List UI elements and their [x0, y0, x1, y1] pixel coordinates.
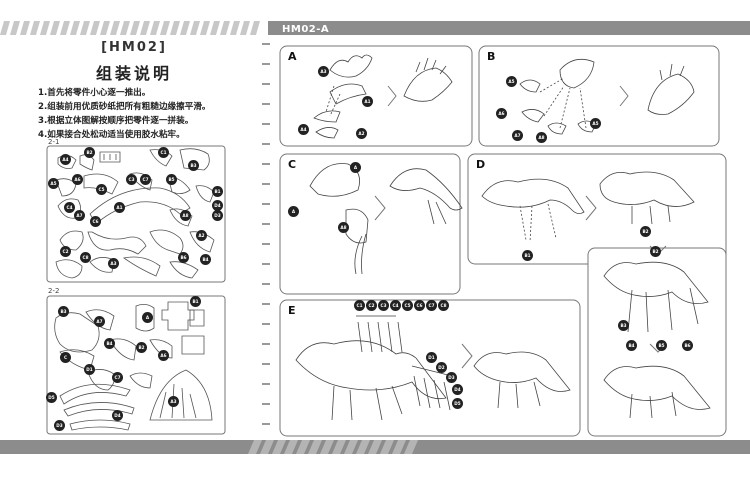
part-label: C5	[96, 184, 107, 195]
part-label: A8	[338, 222, 349, 233]
part-label: C7	[112, 372, 123, 383]
part-label: A6	[72, 174, 83, 185]
part-label: B3	[618, 320, 629, 331]
part-label: A4	[298, 124, 309, 135]
part-label: B1	[212, 186, 223, 197]
dinosaur-sketches	[295, 54, 711, 421]
part-label: B2	[84, 147, 95, 158]
product-code-title: [HM02]	[101, 40, 167, 55]
part-label: C4	[390, 300, 401, 311]
part-label: B2	[650, 246, 661, 257]
part-label: A1	[362, 96, 373, 107]
part-label: A3	[168, 396, 179, 407]
part-label: D3	[54, 420, 65, 431]
panel-a-letter: A	[288, 50, 297, 63]
part-label: C4	[64, 202, 75, 213]
column-divider	[262, 43, 270, 425]
part-label: D3	[446, 372, 457, 383]
part-label: A3	[318, 66, 329, 77]
part-label: B5	[166, 174, 177, 185]
part-label: A6	[158, 350, 169, 361]
panel-b-letter: B	[487, 50, 496, 63]
assembly-panels	[279, 45, 727, 437]
part-label: C7	[426, 300, 437, 311]
part-label: B4	[104, 338, 115, 349]
part-label: B4	[200, 254, 211, 265]
panel-e-letter: E	[288, 304, 296, 317]
part-label: A8	[536, 132, 547, 143]
part-label: B2	[136, 342, 147, 353]
part-label: C3	[378, 300, 389, 311]
panel-a-frame	[279, 45, 473, 147]
part-label: B6	[682, 340, 693, 351]
footer-bar	[0, 440, 750, 454]
part-label: C2	[60, 246, 71, 257]
instruction-step-4: 4.如果接合处松动适当使用胶水粘牢。	[38, 130, 185, 140]
part-label: C5	[402, 300, 413, 311]
part-label: A7	[512, 130, 523, 141]
instruction-step-3: 3.根据立体图解按顺序把零件逐一拼装。	[38, 116, 194, 126]
part-label: A8	[180, 210, 191, 221]
part-label: A6	[496, 108, 507, 119]
part-label: B1	[190, 296, 201, 307]
part-label: C1	[158, 147, 169, 158]
part-label: B2	[640, 226, 651, 237]
part-label: D4	[212, 200, 223, 211]
part-label: D4	[112, 410, 123, 421]
panel-c-frame	[279, 153, 461, 295]
sheet-code-label: HM02-A	[282, 24, 330, 35]
part-label: A	[142, 312, 153, 323]
instruction-step-2: 2.组装前用优质砂纸把所有粗糙边缘擦平滑。	[38, 102, 211, 112]
instruction-step-1: 1.首先将零件小心逐一推出。	[38, 88, 151, 98]
part-label: C6	[90, 216, 101, 227]
part-label: C2	[366, 300, 377, 311]
panel-d-letter: D	[476, 158, 486, 171]
part-label: B3	[58, 306, 69, 317]
part-label: C1	[354, 300, 365, 311]
part-label: B4	[626, 340, 637, 351]
part-label: C8	[80, 252, 91, 263]
part-label: D1	[426, 352, 437, 363]
part-label: A	[288, 206, 299, 217]
part-label: A5	[48, 178, 59, 189]
part-label: A	[350, 162, 361, 173]
panel-c-letter: C	[288, 158, 297, 171]
part-label: A1	[114, 202, 125, 213]
part-label: D2	[436, 362, 447, 373]
part-label: A7	[74, 210, 85, 221]
part-label: B1	[522, 250, 533, 261]
part-label: C7	[140, 174, 151, 185]
part-label: A5	[590, 118, 601, 129]
part-label: A2	[356, 128, 367, 139]
part-label: A5	[506, 76, 517, 87]
part-label: C	[60, 352, 71, 363]
part-label: D4	[452, 384, 463, 395]
manual-title: 组装说明	[95, 64, 172, 83]
part-label: C6	[414, 300, 425, 311]
sheet-1-label: 2-1	[48, 138, 60, 146]
part-label: C8	[438, 300, 449, 311]
part-label: A3	[108, 258, 119, 269]
part-label: D1	[84, 364, 95, 375]
header-bar	[0, 21, 750, 35]
part-label: B6	[178, 252, 189, 263]
part-label: A7	[94, 316, 105, 327]
part-label: A4	[60, 154, 71, 165]
part-label: C3	[126, 174, 137, 185]
part-label: D3	[212, 210, 223, 221]
sheet-2-label: 2-2	[48, 287, 60, 295]
part-label: D5	[452, 398, 463, 409]
parts-sheet-2	[46, 295, 226, 435]
part-label: A2	[196, 230, 207, 241]
panel-e-frame	[279, 299, 581, 437]
part-label: B5	[656, 340, 667, 351]
parts-sheet-1	[46, 145, 226, 283]
part-label: D5	[46, 392, 57, 403]
part-label: B3	[188, 160, 199, 171]
